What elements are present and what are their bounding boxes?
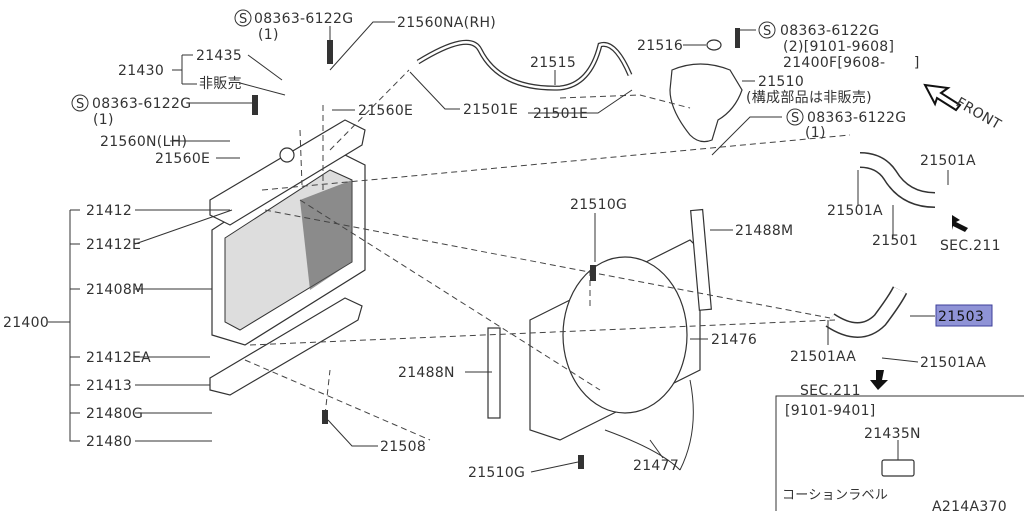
part-label[interactable]: 21501AA — [920, 355, 986, 371]
part-label[interactable]: 21430 — [118, 63, 164, 79]
front-label: FRONT — [953, 95, 1004, 134]
inset-name: コーションラベル — [782, 488, 888, 503]
part-label[interactable]: 21515 — [530, 55, 576, 71]
part-label[interactable]: 21488M — [735, 223, 793, 239]
part-label[interactable]: 21477 — [633, 458, 679, 474]
reservoir-tank[interactable] — [669, 63, 743, 143]
screw-symbol: S — [239, 12, 248, 27]
part-label[interactable]: 21501E — [533, 106, 588, 122]
screw-symbol: S — [76, 97, 85, 112]
figure-code: A214A370 — [932, 499, 1007, 511]
part-label[interactable]: 21516 — [637, 38, 683, 54]
sec-lower-arrow-icon — [870, 370, 888, 390]
upper-tank[interactable] — [209, 119, 366, 226]
part-label[interactable]: 21501A — [920, 153, 976, 169]
part-label[interactable]: 21480G — [86, 406, 143, 422]
part-label[interactable]: 21501A — [827, 203, 883, 219]
part-label[interactable]: 08363-6122G — [92, 96, 191, 112]
lower-tank[interactable] — [209, 297, 363, 396]
part-label[interactable]: 21435 — [196, 48, 242, 64]
radiator-core[interactable] — [211, 149, 366, 346]
part-label[interactable]: 21501E — [463, 102, 518, 118]
part-label[interactable]: 21560N(LH) — [100, 134, 187, 150]
part-label[interactable]: 21400F[9608- ] — [783, 55, 920, 71]
note-label: (構成部品は非販売) — [746, 90, 872, 106]
fan-shroud[interactable] — [529, 239, 701, 441]
part-label[interactable]: 21501AA — [790, 349, 856, 365]
part-label[interactable]: 21560E — [358, 103, 413, 119]
part-label[interactable]: 21488N — [398, 365, 455, 381]
front-arrow-icon — [923, 83, 962, 112]
part-label[interactable]: 21435N — [864, 426, 921, 442]
part-label[interactable]: 21501 — [872, 233, 918, 249]
sec-upper-arrow-icon — [952, 215, 968, 232]
part-label[interactable]: 21560NA(RH) — [397, 15, 496, 31]
inset-box — [775, 395, 1024, 511]
qty-label: (1) — [805, 125, 826, 141]
part-label-highlighted[interactable]: 21503 — [938, 309, 984, 325]
part-label[interactable]: 21408M — [86, 282, 144, 298]
seal-n-part[interactable] — [487, 327, 501, 419]
qty-label: (1) — [93, 112, 114, 128]
part-label[interactable]: 21413 — [86, 378, 132, 394]
part-label[interactable]: 21560E — [155, 151, 210, 167]
bolts — [252, 28, 740, 469]
part-label[interactable]: 21480 — [86, 434, 132, 450]
section-ref[interactable]: SEC.211 — [940, 238, 1001, 254]
part-label[interactable]: 21412EA — [86, 350, 151, 366]
screw-symbol: S — [763, 24, 772, 39]
part-label[interactable]: 21412 — [86, 203, 132, 219]
part-label[interactable]: 08363-6122G — [780, 23, 879, 39]
part-label[interactable]: 21412E — [86, 237, 141, 253]
part-label[interactable]: 21510G — [570, 197, 627, 213]
tank-cap-part[interactable] — [706, 39, 722, 51]
part-label[interactable]: 08363-6122G — [254, 11, 353, 27]
part-label[interactable]: 08363-6122G — [807, 110, 906, 126]
note-label: 非販売 — [199, 76, 242, 92]
caution-label-part — [881, 459, 915, 477]
qty-label: (1) — [258, 27, 279, 43]
section-ref[interactable]: SEC.211 — [800, 383, 861, 399]
lower-shroud[interactable] — [604, 379, 694, 471]
inset-range: [9101-9401] — [785, 403, 876, 419]
part-label[interactable]: 21510 — [758, 74, 804, 90]
lower-hose-highlight[interactable] — [935, 304, 993, 327]
part-label[interactable]: 21508 — [380, 439, 426, 455]
screw-symbol: S — [791, 111, 800, 126]
part-label[interactable]: 21476 — [711, 332, 757, 348]
qty-label: (2)[9101-9608] — [783, 39, 894, 55]
seal-m-part[interactable] — [690, 208, 712, 311]
part-label[interactable]: 21510G — [468, 465, 525, 481]
part-label[interactable]: 21400 — [3, 315, 49, 331]
